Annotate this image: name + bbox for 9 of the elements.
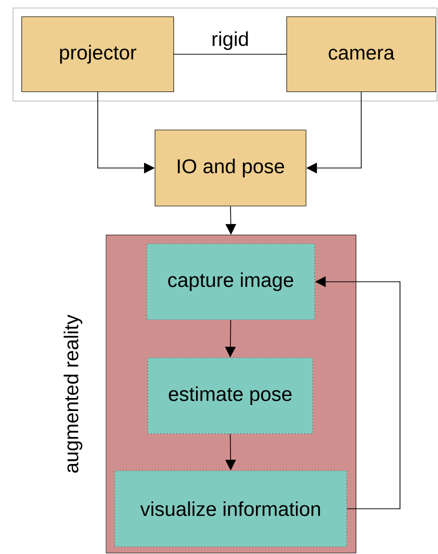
edge-label: rigid bbox=[210, 30, 250, 52]
node-label: augmented reality bbox=[64, 314, 82, 473]
step-box: capture image bbox=[146, 243, 315, 320]
process-box: camera bbox=[286, 16, 436, 92]
step-box: estimate pose bbox=[147, 357, 313, 434]
process-box: IO and pose bbox=[154, 130, 306, 206]
process-box: projector bbox=[21, 16, 174, 92]
step-box: visualize information bbox=[114, 470, 347, 547]
connector bbox=[174, 54, 287, 55]
